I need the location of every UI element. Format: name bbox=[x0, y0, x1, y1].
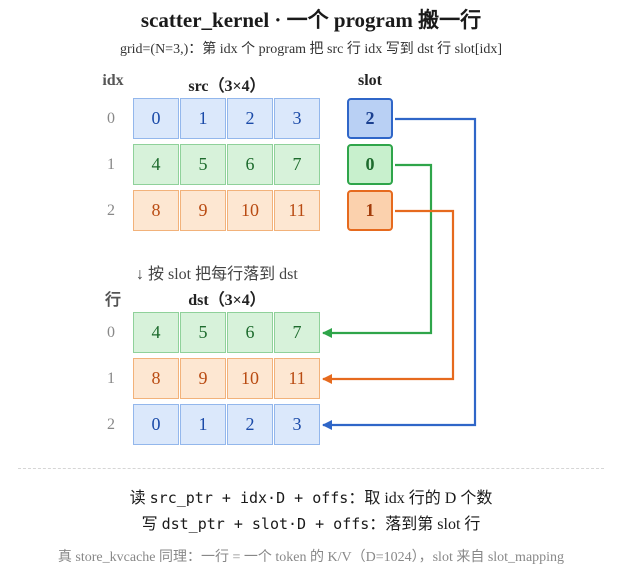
src-cell: 7 bbox=[274, 144, 320, 185]
slot-box: 1 bbox=[347, 190, 393, 231]
write-prefix: 写 bbox=[141, 516, 162, 533]
row-header: 行 bbox=[104, 292, 121, 309]
read-formula: 读 src_ptr + idx·D + offs：取 idx 行的 D 个数 bbox=[0, 484, 622, 508]
src-header: src（3×4） bbox=[188, 78, 266, 95]
arrow-green bbox=[322, 163, 433, 338]
src-row-label: 0 bbox=[107, 110, 115, 127]
idx-header: idx bbox=[102, 72, 124, 89]
write-code: dst_ptr + slot·D + offs bbox=[161, 515, 370, 533]
src-cell: 1 bbox=[180, 98, 226, 139]
arrow-blue bbox=[322, 117, 477, 430]
read-suffix: ：取 idx 行的 D 个数 bbox=[348, 490, 493, 507]
src-cell: 4 bbox=[133, 144, 179, 185]
read-prefix: 读 bbox=[129, 490, 150, 507]
src-cell: 6 bbox=[227, 144, 273, 185]
dst-cell: 0 bbox=[133, 404, 179, 445]
write-suffix: ：落到第 slot 行 bbox=[369, 516, 481, 533]
dst-cell: 10 bbox=[227, 358, 273, 399]
dst-cell: 11 bbox=[274, 358, 320, 399]
src-cell: 3 bbox=[274, 98, 320, 139]
src-row-label: 1 bbox=[107, 156, 115, 173]
page-title: scatter_kernel · 一个 program 搬一行 bbox=[140, 8, 482, 32]
slot-header: slot bbox=[358, 72, 382, 89]
slot-box: 2 bbox=[347, 98, 393, 139]
src-cell: 9 bbox=[180, 190, 226, 231]
src-cell: 0 bbox=[133, 98, 179, 139]
arrow-orange bbox=[322, 209, 455, 384]
dst-cell: 1 bbox=[180, 404, 226, 445]
src-cell: 8 bbox=[133, 190, 179, 231]
step-note: ↓ 按 slot 把每行落到 dst bbox=[136, 266, 298, 283]
divider bbox=[18, 468, 604, 469]
footnote: 真 store_kvcache 同理：一行 = 一个 token 的 K/V（D… bbox=[57, 550, 565, 565]
dst-cell: 8 bbox=[133, 358, 179, 399]
subtitle: grid=(N=3,)：第 idx 个 program 把 src 行 idx … bbox=[119, 42, 503, 57]
src-row-label: 2 bbox=[107, 202, 115, 219]
dst-cell: 7 bbox=[274, 312, 320, 353]
dst-cell: 2 bbox=[227, 404, 273, 445]
src-cell: 11 bbox=[274, 190, 320, 231]
slot-box: 0 bbox=[347, 144, 393, 185]
dst-cell: 6 bbox=[227, 312, 273, 353]
dst-row-label: 2 bbox=[107, 416, 115, 433]
dst-cell: 5 bbox=[180, 312, 226, 353]
dst-cell: 4 bbox=[133, 312, 179, 353]
dst-cell: 3 bbox=[274, 404, 320, 445]
src-cell: 10 bbox=[227, 190, 273, 231]
write-formula: 写 dst_ptr + slot·D + offs：落到第 slot 行 bbox=[0, 510, 622, 534]
dst-cell: 9 bbox=[180, 358, 226, 399]
src-cell: 2 bbox=[227, 98, 273, 139]
dst-row-label: 0 bbox=[107, 324, 115, 341]
read-code: src_ptr + idx·D + offs bbox=[149, 489, 349, 507]
dst-row-label: 1 bbox=[107, 370, 115, 387]
dst-header: dst（3×4） bbox=[188, 292, 266, 309]
src-cell: 5 bbox=[180, 144, 226, 185]
